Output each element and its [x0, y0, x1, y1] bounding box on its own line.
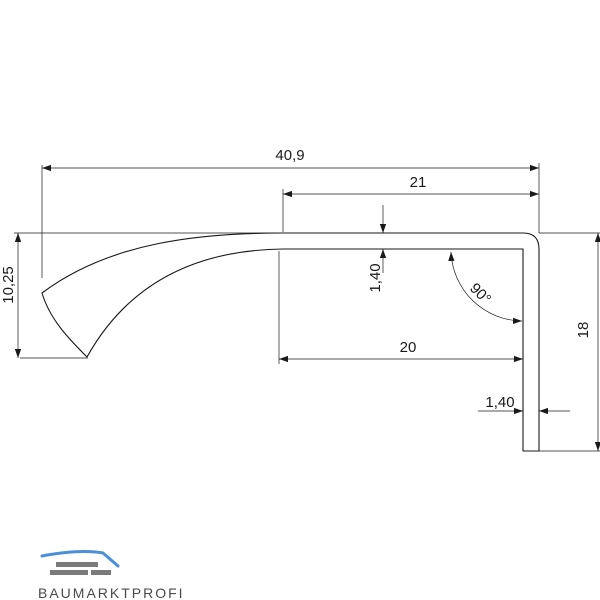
extension-lines [14, 163, 600, 452]
dimension-height-left: 10,25 [0, 233, 22, 358]
dimension-angle: 90° [448, 251, 523, 325]
dimension-height-total-label: 18 [575, 322, 592, 339]
dimension-thickness-top: 1,40 [367, 205, 387, 293]
dimension-height-total: 18 [575, 233, 600, 451]
baumarktprofi-logo: BAUMARKTPROFI [38, 550, 185, 600]
dimension-thickness-side: 1,40 [478, 394, 570, 415]
profile-outline [41, 232, 540, 452]
dimension-thickness-top-label: 1,40 [367, 263, 384, 292]
dimension-top-leg-label: 21 [410, 174, 427, 191]
dimension-inner-width-label: 20 [400, 339, 417, 356]
dimension-total-width-label: 40,9 [275, 147, 304, 164]
dimension-top-leg: 21 [283, 174, 539, 198]
logo-text: BAUMARKTPROFI [38, 585, 185, 600]
logo-roof-icon [40, 550, 120, 568]
dimension-height-left-label: 10,25 [0, 266, 17, 304]
dimension-thickness-side-label: 1,40 [485, 394, 514, 411]
dimension-angle-label: 90° [466, 280, 494, 308]
logo-bar-icon [56, 562, 98, 567]
dimension-inner-width: 20 [279, 339, 523, 363]
dimension-total-width: 40,9 [42, 147, 539, 172]
